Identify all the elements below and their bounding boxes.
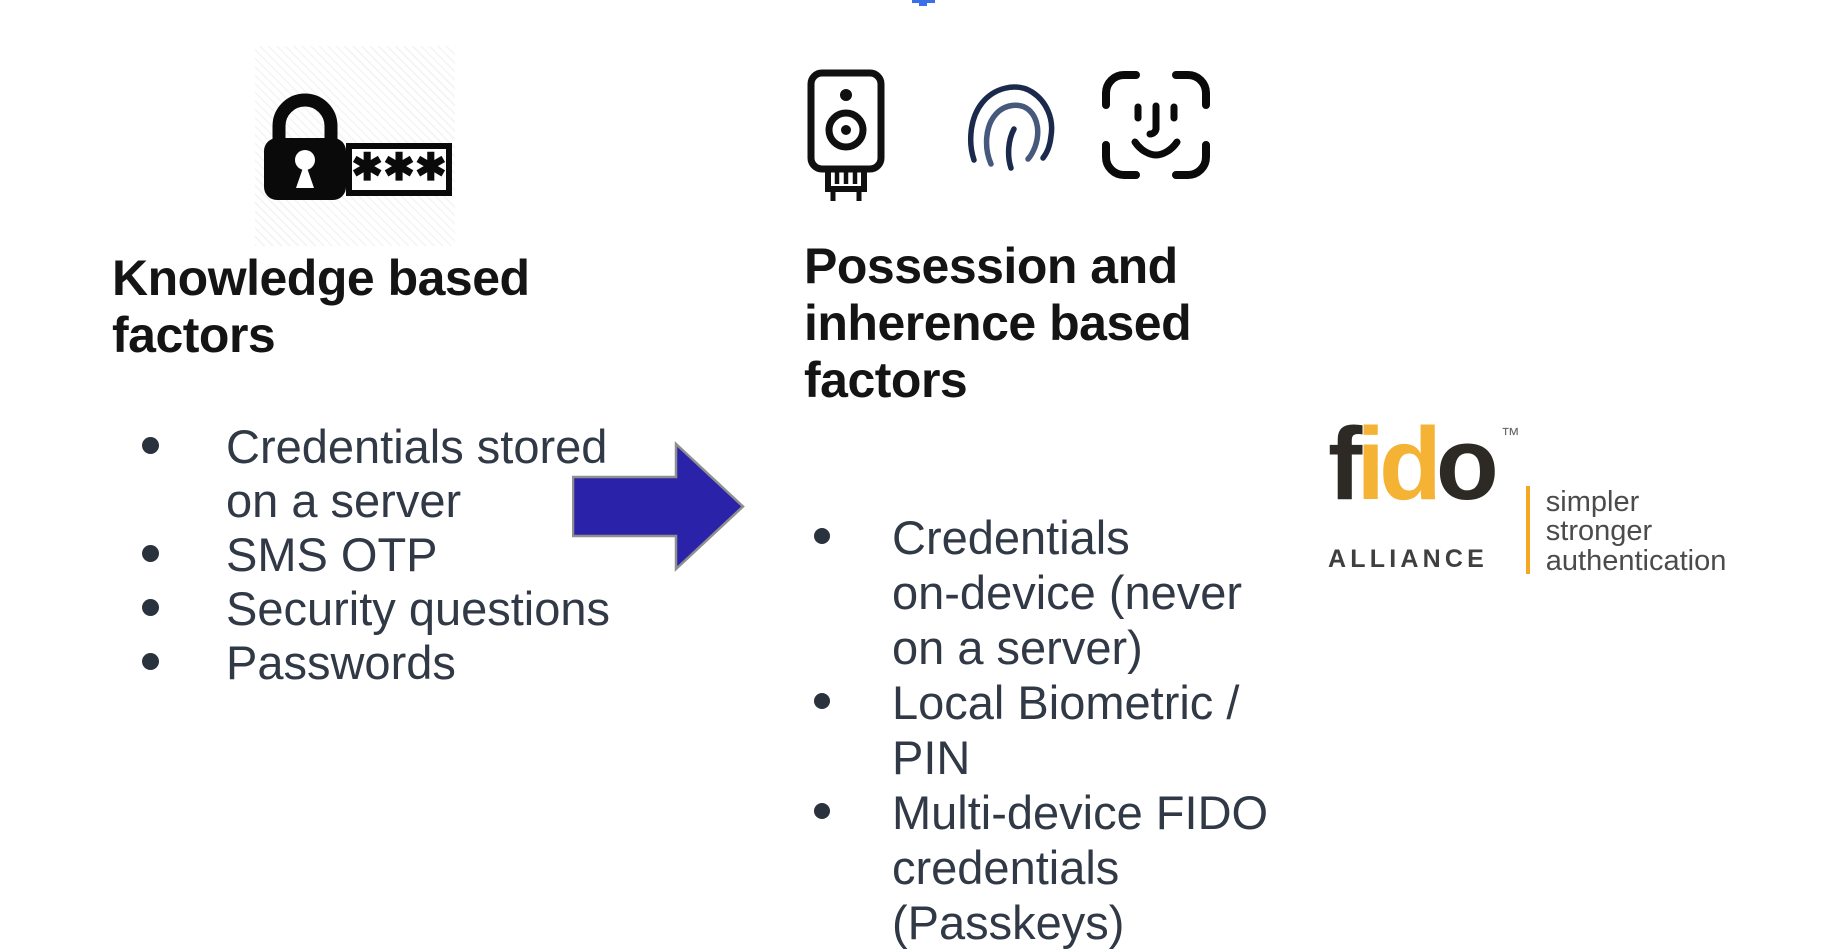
security-key-icon [806,68,886,204]
face-id-icon [1098,68,1214,182]
lock-password-graphic: ✱✱✱ [264,93,452,200]
top-blue-marker [912,0,935,6]
password-asterisks: ✱✱✱ [351,147,447,189]
knowledge-heading: Knowledge based factors [112,250,530,363]
list-item: Security questions [128,582,610,636]
list-item: Local Biometric / PIN [800,675,1268,785]
fingerprint-icon [966,76,1058,174]
knowledge-bullet-list: Credentials stored on a server SMS OTP S… [128,420,610,690]
list-item: Credentials stored on a server [128,420,610,528]
right-arrow-shape [572,441,746,572]
possession-heading: Possession and inherence based factors [804,238,1192,408]
trademark-symbol: ™ [1500,425,1520,446]
fido-alliance-label: ALLIANCE [1328,545,1488,573]
lock-password-icon: ✱✱✱ [255,46,455,246]
list-item: Multi-device FIDO credentials (Passkeys) [800,785,1268,950]
list-item: Credentials on-device (never on a server… [800,510,1268,675]
fido-letter-d: d [1378,406,1442,521]
fido-logo-divider [1525,486,1530,574]
fido-letter-f: f [1328,406,1362,521]
fido-letter-i: i [1356,406,1385,521]
fido-letter-o: o [1435,406,1499,521]
right-arrow-icon [572,441,745,572]
fido-tagline: simpler stronger authentication [1545,485,1727,577]
list-item: SMS OTP [128,528,610,582]
possession-bullet-list: Credentials on-device (never on a server… [800,510,1268,950]
list-item: Passwords [128,636,610,690]
